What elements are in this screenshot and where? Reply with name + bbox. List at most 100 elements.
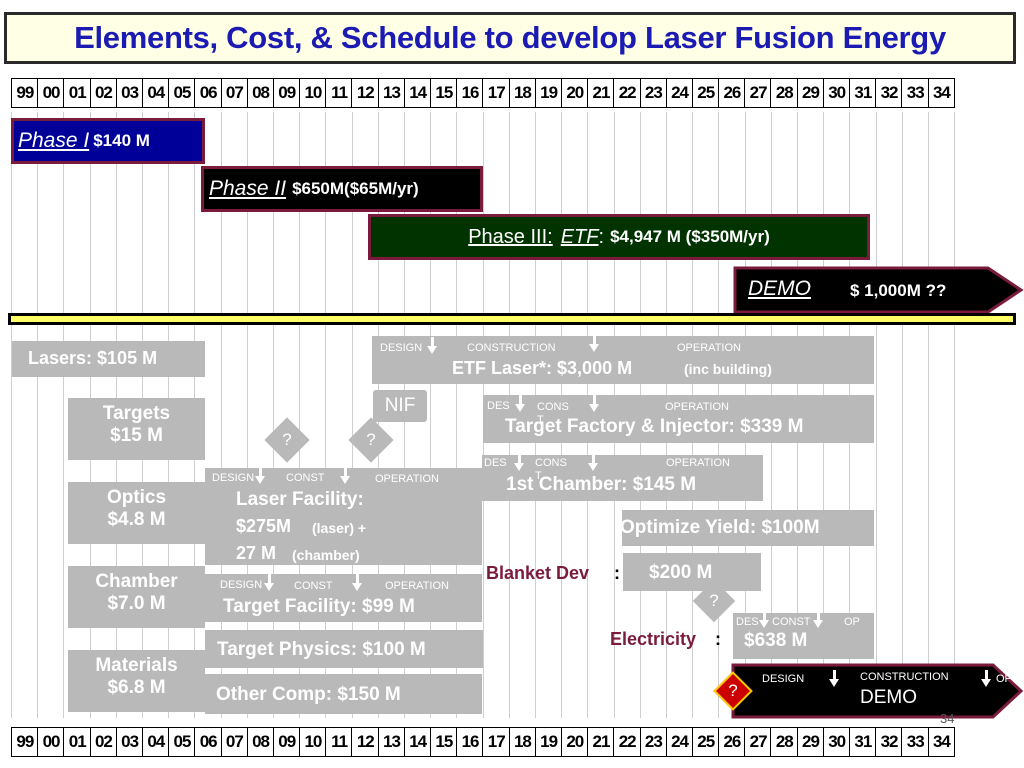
- question-mark-1: ?: [282, 430, 292, 449]
- grid-line: [246, 112, 248, 718]
- year-cell: 29: [796, 78, 825, 108]
- year-cell: 11: [325, 727, 353, 757]
- year-cell: 14: [403, 78, 432, 108]
- year-cell: 12: [351, 78, 380, 108]
- grid-line: [928, 112, 929, 718]
- optimize-yield-label: Optimize Yield: $100M: [620, 517, 820, 538]
- laser-facility-laser-note: (laser) +: [312, 520, 367, 536]
- grid-line: [351, 112, 353, 718]
- blanket-dev-cost: $200 M: [649, 562, 713, 583]
- year-cell: 08: [246, 78, 275, 108]
- grid-line: [63, 112, 65, 718]
- target-factory-operation: OPERATION: [665, 401, 729, 413]
- year-cell: 05: [168, 78, 196, 108]
- laser-facility-design: DESIGN: [212, 472, 255, 484]
- year-cell: 06: [194, 78, 222, 108]
- year-cell: 00: [37, 727, 65, 757]
- year-cell: 19: [534, 727, 563, 757]
- year-cell: 33: [901, 78, 930, 108]
- grid-line: [273, 112, 274, 718]
- blanket-dev-bar: $200 M: [623, 553, 761, 591]
- year-cell: 30: [822, 727, 851, 757]
- year-cell: 20: [560, 78, 589, 108]
- electricity-des: DES: [736, 616, 759, 628]
- year-cell: 14: [403, 727, 432, 757]
- year-cell: 32: [875, 78, 903, 108]
- year-cell: 09: [272, 727, 301, 757]
- year-cell: 21: [587, 727, 615, 757]
- laser-facility-arrow-2: [340, 467, 350, 484]
- year-cell: 25: [691, 727, 720, 757]
- year-cell: 06: [194, 727, 222, 757]
- targets-bar: Targets $15 M: [68, 398, 205, 460]
- year-cell: 18: [508, 727, 537, 757]
- other-comp-bar: Other Comp: $150 M: [205, 674, 482, 714]
- electricity-bar: DES CONST OP $638 M: [733, 611, 874, 659]
- year-cell: 17: [482, 78, 511, 108]
- year-cell: 28: [770, 727, 799, 757]
- year-cell: 26: [718, 78, 746, 108]
- year-cell: 01: [63, 78, 92, 108]
- phase3-box: Phase III: ETF : $4,947 M ($350M/yr): [368, 214, 870, 260]
- grid-line: [220, 112, 222, 718]
- demo-bar-design: DESIGN: [762, 673, 805, 685]
- first-chamber-arrow-2: [588, 454, 598, 471]
- phase1-name: Phase I: [18, 129, 90, 152]
- target-factory-bar: DES CONS T OPERATION Target Factory & In…: [483, 395, 874, 443]
- year-cell: 07: [220, 78, 249, 108]
- year-cell: 22: [613, 727, 641, 757]
- phase1-box: Phase I $140 M: [11, 118, 205, 164]
- optimize-yield-bar: Optimize Yield: $100M: [620, 510, 874, 546]
- page-title: Elements, Cost, & Schedule to develop La…: [74, 20, 946, 55]
- first-chamber-operation: OPERATION: [666, 457, 730, 469]
- grid-line: [37, 112, 39, 718]
- demo-bar-label: DEMO: [860, 687, 917, 708]
- year-cell: 08: [246, 727, 275, 757]
- blanket-dev-label: Blanket Dev: [486, 563, 590, 583]
- year-cell: 15: [430, 78, 458, 108]
- first-chamber-cons: CONS: [535, 457, 567, 469]
- other-comp-label: Other Comp: $150 M: [216, 684, 401, 705]
- year-cell: 25: [691, 78, 720, 108]
- chamber-label: Chamber: [95, 571, 178, 592]
- target-factory-des: DES: [487, 400, 510, 412]
- year-cell: 27: [744, 727, 772, 757]
- targets-cost: $15 M: [110, 425, 163, 446]
- year-cell: 00: [37, 78, 65, 108]
- year-cell: 15: [430, 727, 458, 757]
- year-cell: 04: [141, 727, 170, 757]
- laser-facility-chamber-cost: 27 M: [236, 543, 277, 563]
- nif-box: NIF: [373, 390, 427, 422]
- year-cell: 22: [613, 78, 641, 108]
- year-cell: 34: [927, 78, 956, 108]
- year-cell: 99: [11, 78, 39, 108]
- grid-line: [430, 112, 432, 718]
- etf-laser-construction: CONSTRUCTION: [467, 342, 556, 354]
- grid-line: [875, 112, 877, 718]
- target-physics-bar: Target Physics: $100 M: [205, 630, 483, 668]
- year-cell: 04: [141, 78, 170, 108]
- materials-cost: $6.8 M: [107, 677, 166, 698]
- phase3-name: Phase III:: [468, 225, 553, 248]
- year-cell: 20: [560, 727, 589, 757]
- laser-facility-laser-cost: $275M: [236, 516, 292, 536]
- phase-divider: [8, 313, 1016, 325]
- phase3-colon: :: [598, 225, 605, 248]
- grid-line: [954, 112, 956, 718]
- grid-line: [11, 112, 12, 718]
- year-cell: 18: [508, 78, 537, 108]
- demo-bar-arrow-2: [981, 670, 991, 687]
- laser-facility-bar: DESIGN CONST OPERATION Laser Facility: $…: [205, 467, 482, 565]
- electricity-arrow-1: [759, 611, 769, 628]
- electricity-const: CONST: [772, 616, 811, 628]
- phase1-cost: $140 M: [93, 131, 150, 150]
- targets-label: Targets: [102, 403, 171, 424]
- phase2-name: Phase II: [209, 177, 287, 200]
- year-cell: 12: [351, 727, 380, 757]
- chamber-cost: $7.0 M: [107, 593, 166, 614]
- etf-laser-design: DESIGN: [380, 342, 423, 354]
- year-cell: 99: [11, 727, 39, 757]
- electricity-arrow-2: [813, 611, 823, 628]
- year-cell: 07: [220, 727, 249, 757]
- target-facility-label: Target Facility: $99 M: [223, 596, 415, 617]
